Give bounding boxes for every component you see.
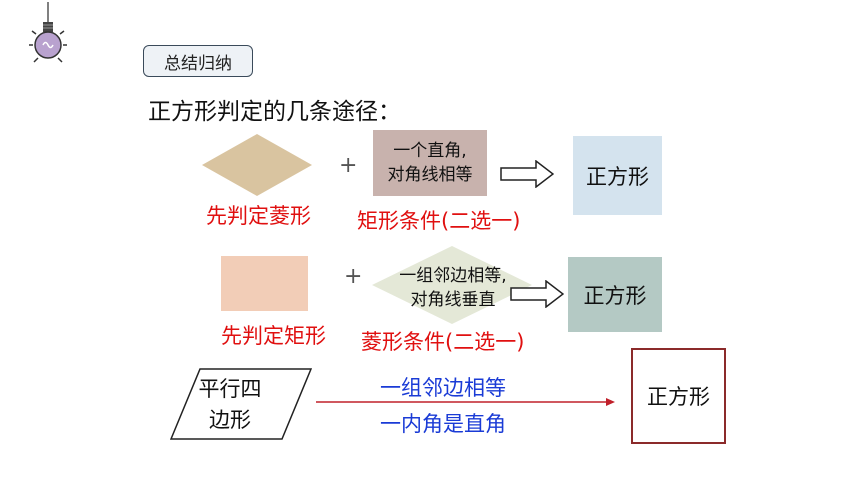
condition-line: 一个直角, bbox=[393, 141, 467, 161]
parallelogram-label: 平行四 边形 bbox=[180, 374, 280, 436]
plus-sign: + bbox=[344, 264, 363, 289]
start-label: 先判定菱形 bbox=[206, 204, 311, 228]
summary-tag: 总结归纳 bbox=[143, 45, 253, 77]
rhombus-shape bbox=[202, 134, 312, 196]
condition-line: 一组邻边相等, bbox=[399, 266, 507, 286]
condition-line: 对角线垂直 bbox=[410, 290, 496, 310]
parallelogram-shape bbox=[170, 368, 312, 440]
arrow-right-icon bbox=[316, 398, 615, 406]
condition-label: 矩形条件(二选一) bbox=[357, 209, 521, 233]
shape-line: 边形 bbox=[209, 408, 251, 432]
shape-line: 平行四 bbox=[198, 377, 262, 401]
rhombus-condition-text: 一组邻边相等, 对角线垂直 bbox=[368, 264, 538, 312]
hollow-arrow-icon bbox=[510, 280, 564, 308]
page-heading: 正方形判定的几条途径： bbox=[148, 99, 401, 125]
condition-label: 菱形条件(二选一) bbox=[361, 330, 525, 354]
rhombus-condition-shape bbox=[372, 246, 532, 324]
square-result-box: 正方形 bbox=[568, 257, 662, 332]
condition-top-label: 一组邻边相等 bbox=[380, 376, 506, 400]
rectangle-condition-box: 一个直角, 对角线相等 bbox=[373, 130, 487, 196]
square-result-box: 正方形 bbox=[573, 136, 662, 215]
square-result-box: 正方形 bbox=[631, 348, 726, 444]
condition-line: 对角线相等 bbox=[387, 165, 473, 185]
rectangle-shape bbox=[221, 256, 308, 311]
condition-bottom-label: 一内角是直角 bbox=[380, 412, 506, 436]
plus-sign: + bbox=[339, 153, 358, 178]
start-label: 先判定矩形 bbox=[221, 324, 326, 348]
hollow-arrow-icon bbox=[500, 160, 554, 188]
lightbulb-icon bbox=[29, 2, 67, 63]
